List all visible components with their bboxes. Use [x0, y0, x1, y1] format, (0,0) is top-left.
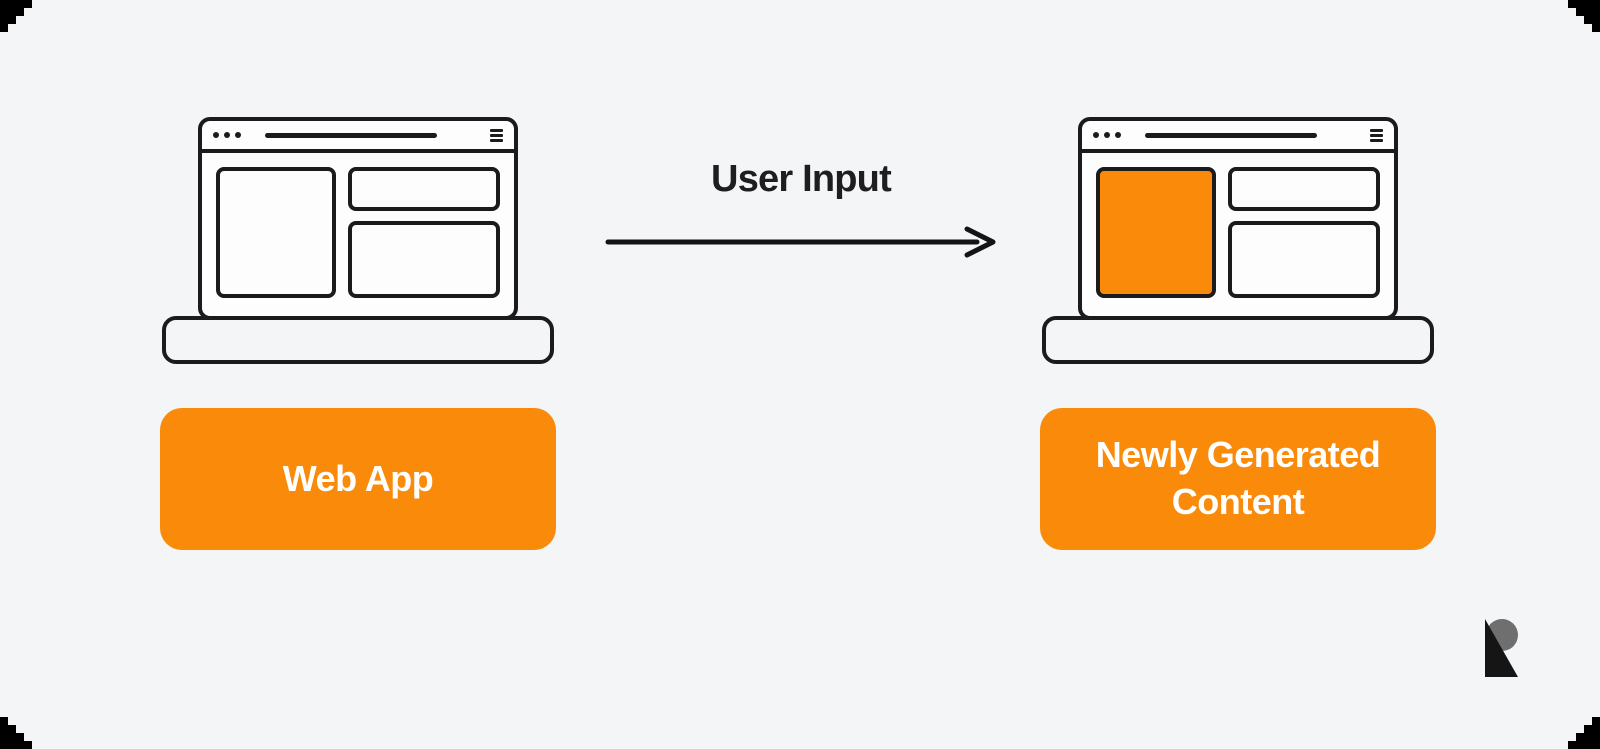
stepped-corner-top-right	[1560, 0, 1600, 40]
dot-icon	[1093, 132, 1099, 138]
browser-titlebar	[1082, 121, 1394, 153]
web-app-label: Web App	[160, 408, 556, 550]
stepped-corner-bottom-left	[0, 709, 40, 749]
dot-icon	[1104, 132, 1110, 138]
content-panel-top	[348, 167, 500, 211]
laptop-base	[162, 316, 554, 364]
three-dots-icon	[1093, 132, 1121, 138]
hamburger-menu-icon	[490, 128, 503, 142]
content-panel-bottom	[1228, 221, 1380, 298]
user-input-arrow-block: User Input	[605, 158, 997, 259]
address-bar-line	[265, 132, 437, 138]
dot-icon	[235, 132, 241, 138]
browser-content	[1082, 153, 1394, 312]
dot-icon	[224, 132, 230, 138]
arrow-label: User Input	[711, 158, 892, 200]
laptop-base	[1042, 316, 1434, 364]
browser-window	[1078, 117, 1398, 320]
address-bar-line	[1145, 132, 1317, 138]
browser-titlebar	[202, 121, 514, 153]
right-arrow-icon	[605, 226, 996, 258]
hamburger-menu-icon	[1370, 128, 1383, 142]
content-panel-bottom	[348, 221, 500, 298]
content-panel-highlighted	[1096, 167, 1216, 298]
three-dots-icon	[213, 132, 241, 138]
stepped-corner-bottom-right	[1560, 709, 1600, 749]
dot-icon	[1115, 132, 1121, 138]
newly-generated-content-label: Newly Generated Content	[1040, 408, 1436, 550]
content-panel-main	[216, 167, 336, 298]
dot-icon	[213, 132, 219, 138]
browser-content	[202, 153, 514, 312]
node-web-app: Web App	[160, 117, 556, 550]
content-panel-top	[1228, 167, 1380, 211]
r-logo-mark	[1485, 619, 1518, 677]
browser-window	[198, 117, 518, 320]
node-newly-generated-content: Newly Generated Content	[1040, 117, 1436, 550]
stepped-corner-top-left	[0, 0, 32, 32]
